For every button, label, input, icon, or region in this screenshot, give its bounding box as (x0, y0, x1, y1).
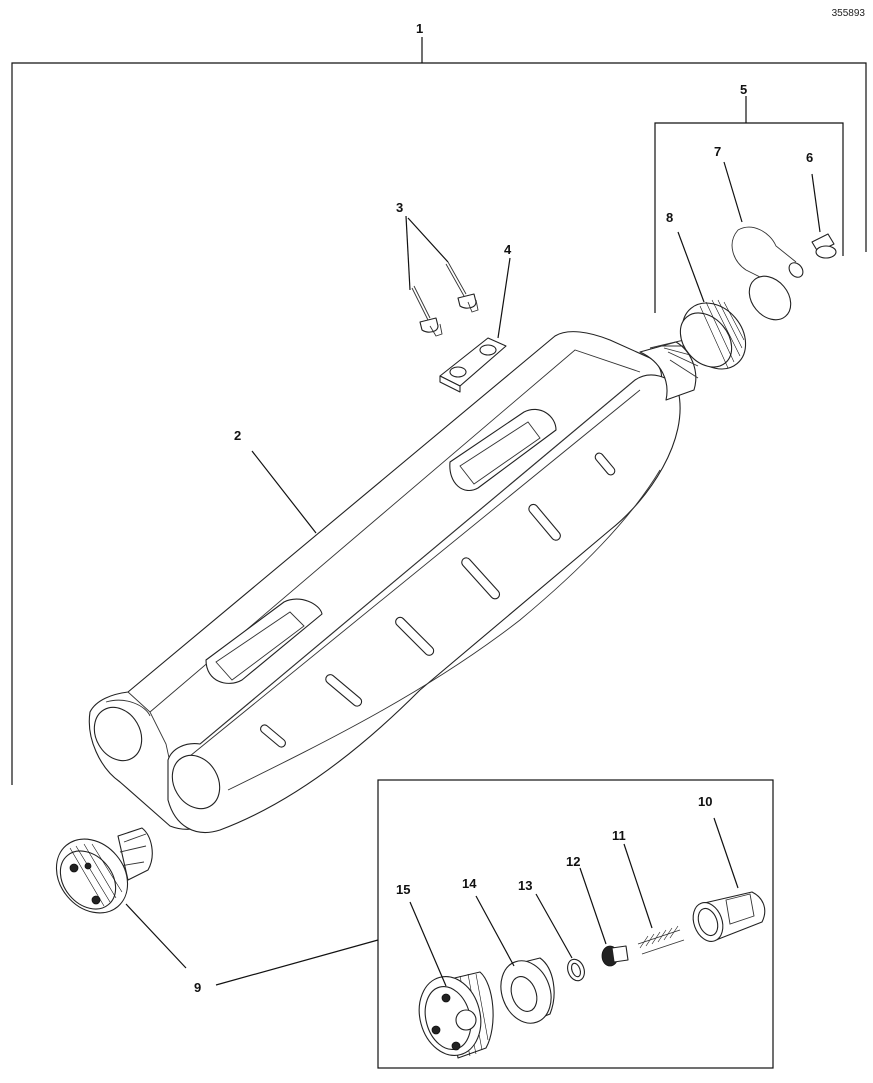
part-8-knurled-nut (677, 231, 747, 370)
callout-3: 3 (396, 200, 403, 215)
callout-6: 6 (806, 150, 813, 165)
callout-1: 1 (416, 21, 423, 36)
callout-13: 13 (518, 878, 532, 893)
part-14-bushing (475, 895, 555, 1024)
callout-11: 11 (612, 828, 626, 843)
detail-box (377, 779, 774, 1069)
callout-9: 9 (194, 980, 201, 995)
part-11-spring (623, 843, 685, 955)
assembly-bracket (11, 37, 867, 785)
callout-8: 8 (666, 210, 673, 225)
part-6-screw (811, 173, 837, 259)
part-10-sleeve (692, 817, 766, 942)
part-9-cap-assembly (55, 827, 187, 969)
kit-bracket (654, 96, 844, 313)
part-13-o-ring (535, 893, 585, 982)
part-12-fitting (579, 867, 629, 967)
part-7-wire-bail (723, 161, 804, 321)
part-3-rivets (405, 215, 479, 337)
callout-12: 12 (566, 854, 580, 869)
document-number: 355893 (831, 8, 865, 19)
callout-5: 5 (740, 82, 747, 97)
callout-10: 10 (698, 794, 712, 809)
callout-4: 4 (504, 242, 512, 257)
callout-14: 14 (462, 876, 477, 891)
callout-2: 2 (234, 428, 241, 443)
part-15-knurled-cap (409, 901, 494, 1059)
grip-slots (260, 452, 616, 748)
part-2-handle-body (88, 331, 699, 833)
callout-7: 7 (714, 144, 721, 159)
part-4-plate (439, 257, 511, 393)
callout-15: 15 (396, 882, 410, 897)
